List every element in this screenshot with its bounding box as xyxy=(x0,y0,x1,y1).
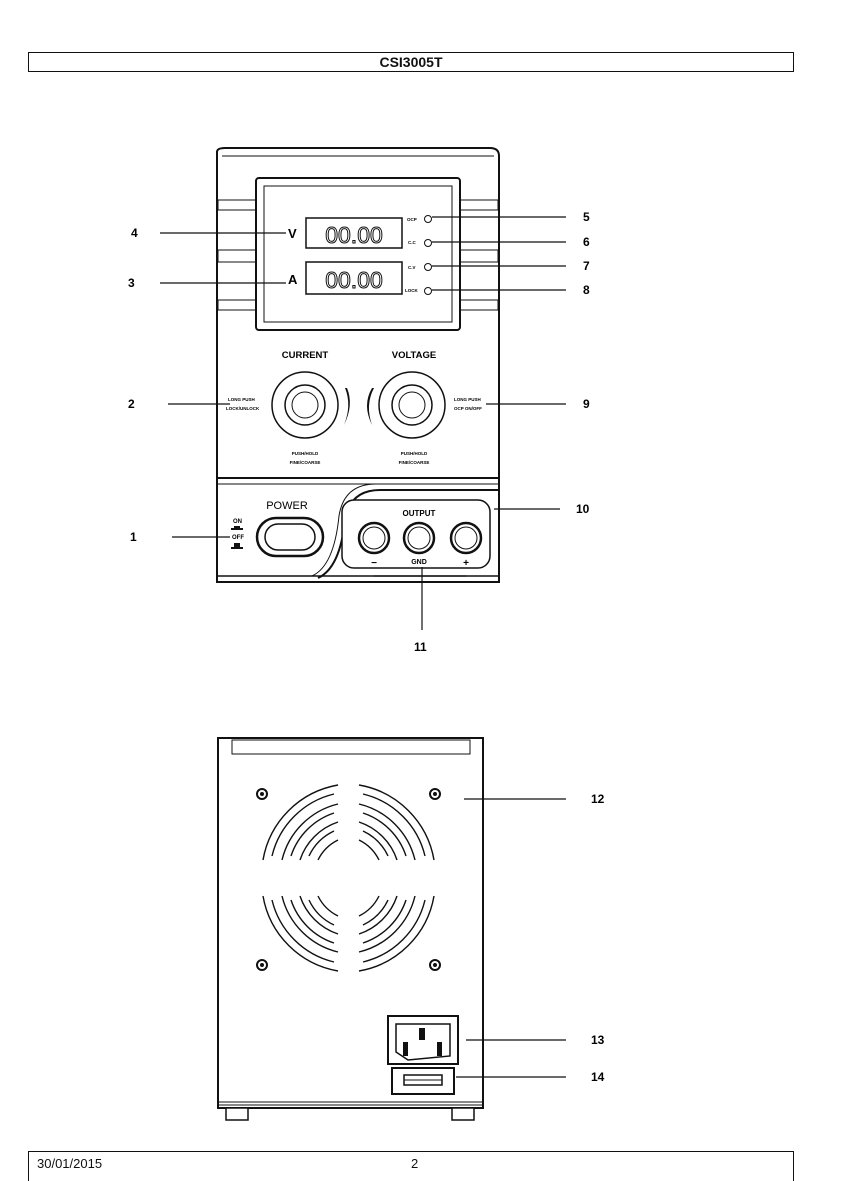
voltage-knob-side-label-1: LONG PUSH xyxy=(454,397,481,402)
fuse-holder-icon[interactable] xyxy=(392,1068,454,1094)
callout-1: 1 xyxy=(130,530,137,544)
ocp-indicator-led xyxy=(425,216,432,223)
power-label: POWER xyxy=(266,500,308,512)
output-section: OUTPUT − GND + xyxy=(342,500,490,569)
voltage-knob[interactable] xyxy=(379,372,445,438)
output-label: OUTPUT xyxy=(403,509,436,518)
voltage-unit-label: V xyxy=(288,226,297,241)
cc-indicator-label: C.C xyxy=(408,240,417,245)
callout-2: 2 xyxy=(128,397,135,411)
current-readout: 00.00 xyxy=(325,267,383,293)
footer-bar: 30/01/2015 2 xyxy=(28,1151,794,1181)
on-position-icon xyxy=(234,526,240,528)
voltage-knob-side-label-2: OCP ON/OFF xyxy=(454,406,482,411)
power-off-label: OFF xyxy=(232,535,244,541)
callout-9: 9 xyxy=(583,397,590,411)
minus-symbol: − xyxy=(371,558,377,569)
current-knob-title: CURRENT xyxy=(282,350,329,361)
callout-13: 13 xyxy=(591,1033,605,1047)
gnd-terminal[interactable] xyxy=(404,523,434,553)
current-knob-below-label-1: PUSH/HOLD xyxy=(292,451,319,456)
voltage-knob-title: VOLTAGE xyxy=(392,350,437,361)
positive-terminal[interactable] xyxy=(451,523,481,553)
current-knob-side-label-2: LOCK/UNLOCK xyxy=(226,406,260,411)
callout-6: 6 xyxy=(583,235,590,249)
callout-5: 5 xyxy=(583,210,590,224)
callout-8: 8 xyxy=(583,283,590,297)
cv-indicator-led xyxy=(425,264,432,271)
voltage-knob-below-label-2: FINE/COARSE xyxy=(399,460,430,465)
callout-3: 3 xyxy=(128,276,135,290)
callout-7: 7 xyxy=(583,259,590,273)
current-knob-below-label-2: FINE/COARSE xyxy=(290,460,321,465)
off-position-icon xyxy=(234,543,240,547)
lock-indicator-label: LOCK xyxy=(405,288,418,293)
callout-4: 4 xyxy=(131,226,138,240)
cv-indicator-label: C.V xyxy=(408,265,416,270)
callout-14: 14 xyxy=(591,1070,605,1084)
plus-symbol: + xyxy=(463,558,469,569)
voltage-knob-below-label-1: PUSH/HOLD xyxy=(401,451,428,456)
cc-indicator-led xyxy=(425,240,432,247)
voltage-readout: 00.00 xyxy=(325,222,383,248)
callout-12: 12 xyxy=(591,792,605,806)
current-knob-side-label-1: LONG PUSH xyxy=(228,397,255,402)
ocp-indicator-label: OCP xyxy=(407,217,417,222)
current-unit-label: A xyxy=(288,272,298,287)
callout-10: 10 xyxy=(576,502,590,516)
ac-inlet-icon[interactable] xyxy=(388,1016,458,1064)
power-on-label: ON xyxy=(233,519,242,525)
current-knob[interactable] xyxy=(272,372,338,438)
gnd-label: GND xyxy=(411,559,427,566)
callout-11: 11 xyxy=(414,640,427,654)
negative-terminal[interactable] xyxy=(359,523,389,553)
lock-indicator-led xyxy=(425,288,432,295)
